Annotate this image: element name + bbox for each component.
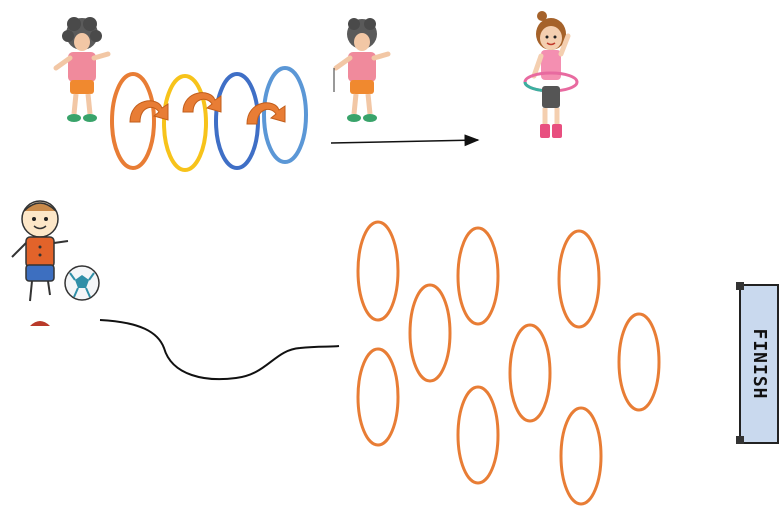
scattered-hoop — [410, 285, 450, 381]
girl-hula-hoop-icon — [525, 11, 577, 138]
finish-label: FINISH — [749, 328, 770, 399]
hoop-yellow — [164, 76, 206, 170]
child-jumping-icon — [336, 18, 388, 122]
scattered-hoop — [358, 222, 398, 320]
scattered-hoop — [458, 228, 498, 324]
scattered-hoop — [559, 231, 599, 327]
scattered-hoop — [561, 408, 601, 504]
path-arrow — [331, 140, 478, 143]
finish-sign: FINISH — [736, 282, 778, 444]
boy-soccer-ball-icon — [12, 201, 99, 301]
scattered-hoop — [358, 349, 398, 445]
red-ball-fragment — [30, 321, 50, 326]
scattered-hoop — [619, 314, 659, 410]
scattered-hoop — [458, 387, 498, 483]
child-jumping-icon — [56, 17, 108, 122]
scattered-hoops — [358, 222, 659, 504]
scattered-hoop — [510, 325, 550, 421]
dribble-path-line — [100, 320, 339, 379]
